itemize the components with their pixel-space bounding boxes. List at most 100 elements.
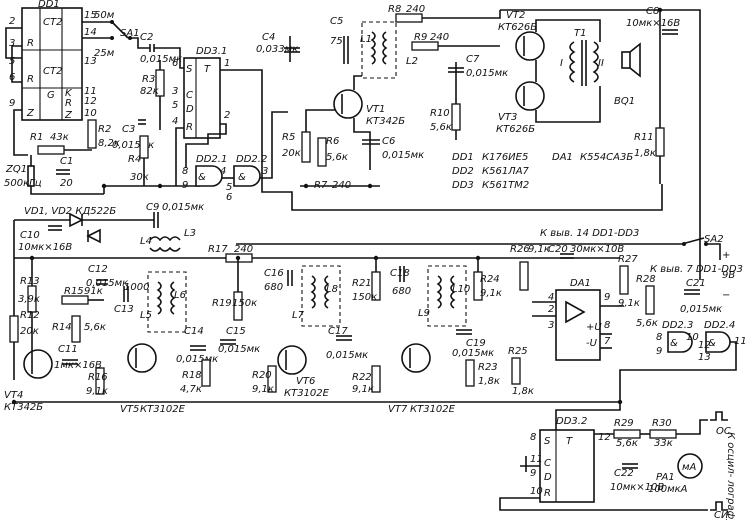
- r23-label: R23: [478, 362, 498, 373]
- legend-dd3-type: К561ТМ2: [482, 180, 529, 191]
- c9-label: C9: [146, 202, 159, 213]
- dd1-sec-ct2a: CT2: [43, 17, 62, 28]
- r22-value: 9,1к: [352, 384, 374, 395]
- junction-dots: [11, 7, 663, 405]
- r15-label: R15: [64, 286, 84, 297]
- c22-value: 10мк×10В: [610, 482, 664, 493]
- r17-label: R17: [208, 244, 228, 255]
- r1-value: 43к: [50, 132, 69, 143]
- output-logic: R27 9,1к R28 5,6к C21 0,015мк DD2.3 & 8 …: [14, 254, 747, 436]
- r9-label: R9: [414, 32, 427, 43]
- c7-label: C7: [466, 54, 480, 65]
- r25-label: R25: [508, 346, 528, 357]
- r3-label: R3: [142, 74, 155, 85]
- r5-label: R5: [282, 132, 295, 143]
- vt4-label: VT4: [4, 390, 23, 401]
- r24-value: 9,1к: [480, 288, 502, 299]
- vt1-type: КТ342Б: [366, 116, 405, 127]
- dd2-4-and: &: [708, 338, 716, 349]
- dd1-pin-10: 10: [84, 108, 97, 119]
- vt5-label: VT5: [120, 404, 139, 415]
- r26-label: R26: [510, 244, 530, 255]
- dd2-1-pin-4: 4: [220, 166, 226, 177]
- osc-label: К осцил- лографу: [725, 432, 736, 520]
- c1-label: C1: [60, 156, 73, 167]
- r13-label: R13: [20, 276, 40, 287]
- dd3-2-s: S: [544, 436, 551, 447]
- r19-value: 150к: [232, 298, 257, 309]
- da1-pin-7: 7: [604, 336, 611, 347]
- vt7-type: КТ3102Е: [410, 404, 456, 415]
- c6-label: C6: [382, 136, 395, 147]
- dd3-2-c: C: [544, 458, 551, 469]
- dd3-2-r: R: [544, 488, 551, 499]
- dd3-1-c: C: [186, 90, 193, 101]
- l7-label: L7: [292, 310, 305, 321]
- supply-minus: −: [722, 290, 730, 301]
- dd2-2-gate: DD2.2 & 5 6 3: [226, 69, 663, 211]
- dd2-3-label: DD2.3: [662, 320, 693, 331]
- vt4-type: КТ342Б: [4, 402, 43, 413]
- component-legend: DD1 К176ИЕ5 DD2 К561ЛА7 DD3 К561ТМ2 DA1 …: [452, 152, 633, 191]
- r15-value: 91к: [84, 286, 103, 297]
- c2-value: 0,015мк: [140, 54, 182, 65]
- c13-value: 1000: [124, 282, 149, 293]
- c12-value: 0,015мк: [86, 278, 128, 289]
- dd3-2-pin-9: 9: [530, 468, 536, 479]
- r18-value: 4,7к: [180, 384, 202, 395]
- supply-voltage: 9В: [722, 270, 735, 281]
- legend-da1-type: К554СА3Б: [580, 152, 633, 163]
- output-stage: VT2 КТ626Б VT3 КТ626Б T1 I II BQ1 C8 10м…: [496, 6, 701, 280]
- r4-value: 30к: [130, 172, 149, 183]
- c20-label: C20: [548, 244, 568, 255]
- dd2-1-label: DD2.1: [196, 154, 227, 165]
- vt5-if-stage: C13 1000 L5 L6 VT5 КТ3102Е C14 0,015мк R…: [114, 258, 260, 415]
- c20-value: 30мк×10В: [570, 244, 624, 255]
- c19-label: C19: [466, 338, 486, 349]
- dd3-1-pin-4: 4: [172, 116, 178, 127]
- legend-dd1-type: К176ИЕ5: [482, 152, 528, 163]
- dd1-sec-k: K: [65, 88, 73, 99]
- c15-value: 0,015мк: [218, 344, 260, 355]
- r1-label: R1: [30, 132, 43, 143]
- c15-label: C15: [226, 326, 246, 337]
- dd3-1-pin-3: 3: [172, 86, 178, 97]
- dd2-3-pin-9: 9: [656, 346, 662, 357]
- dd1-sec-z2: Z: [64, 110, 73, 121]
- oscillator-tank: C5 75 L1 L2 R8 240 R9 240 C7 0,015мк R10…: [330, 4, 508, 140]
- dd1-sec-ct2b: CT2: [43, 66, 62, 77]
- dd2-4-pin-12: 12: [698, 340, 711, 351]
- c4-value: 0,033мк: [256, 44, 298, 55]
- dd2-4-pin-11: 11: [734, 336, 747, 347]
- r8-value: 240: [406, 4, 425, 15]
- c11-value: 1мк×16В: [54, 360, 102, 371]
- vt2-type: КТ626Б: [498, 22, 537, 33]
- dd2-1-pin-9: 9: [182, 180, 188, 191]
- t1-winding-1: I: [560, 58, 563, 69]
- r28-label: R28: [636, 274, 656, 285]
- vt3-type: КТ626Б: [496, 124, 535, 135]
- r11-label: R11: [634, 132, 654, 143]
- zq1-label: ZQ1: [5, 164, 27, 175]
- dd1-pin-2: 2: [9, 16, 15, 27]
- dd3-2-pin-11: 11: [530, 454, 543, 465]
- r13-value: 3,9к: [18, 294, 40, 305]
- bq1-label: BQ1: [614, 96, 635, 107]
- dd1-pin-9: 9: [9, 98, 15, 109]
- rf-driver-stage: C4 0,033мк R5 20к R6 5,6к C6 0,015мк R7 …: [256, 32, 424, 191]
- vd-label: VD1, VD2 КД522Б: [24, 206, 116, 217]
- r28-value: 5,6к: [636, 318, 658, 329]
- l8-label: L8: [326, 284, 338, 295]
- pa1-unit: мА: [682, 462, 697, 473]
- l6-label: L6: [174, 290, 186, 301]
- legend-dd2-type: К561ЛА7: [482, 166, 530, 177]
- r2-value: 8,2к: [98, 138, 120, 149]
- c21-label: C21: [686, 278, 706, 289]
- c5-label: C5: [330, 16, 343, 27]
- r18-label: R18: [182, 370, 202, 381]
- dd3-2-pin-10: 10: [530, 486, 543, 497]
- t1-label: T1: [574, 28, 586, 39]
- dd2-2-and: &: [238, 172, 246, 183]
- pa1-label: PA1: [656, 472, 675, 483]
- dd2-2-pin-6: 6: [226, 192, 232, 203]
